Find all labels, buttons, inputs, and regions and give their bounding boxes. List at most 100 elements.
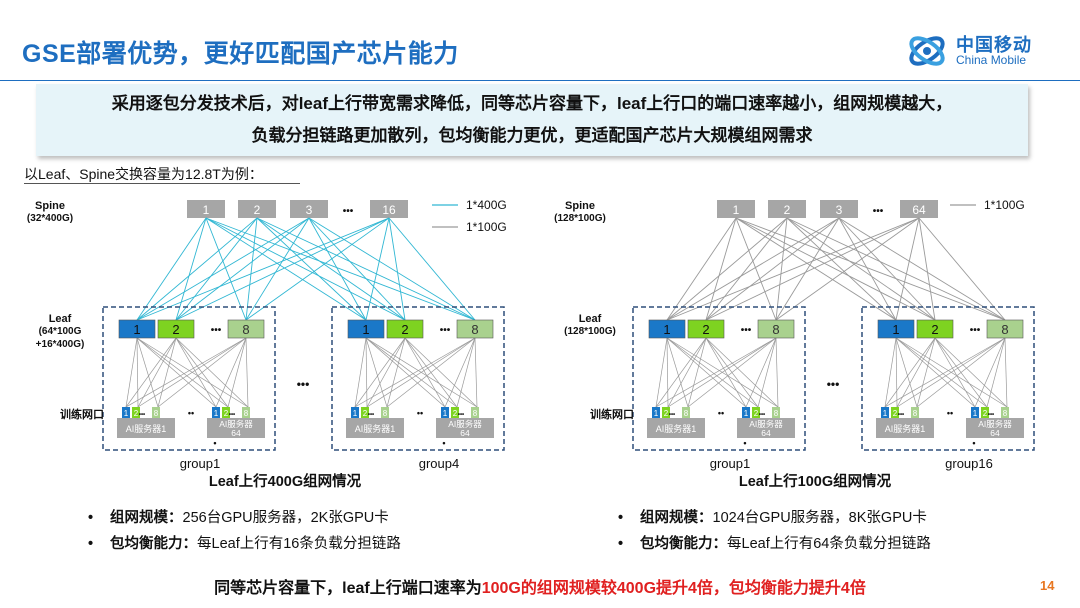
left-group-box: [331, 306, 505, 451]
left-leaf-node: [347, 319, 385, 339]
left-leaf-server-link: [354, 337, 406, 408]
left-server-port-label: 2: [363, 409, 368, 418]
right-spine-capacity: (128*100G): [554, 213, 606, 224]
right-spine-leaf-link: [775, 217, 840, 321]
left-server-label: AI服务器: [219, 419, 253, 429]
left-leaf-server-link: [444, 337, 476, 408]
left-leaf-server-link: [354, 337, 367, 408]
page-title: GSE部署优势，更好匹配国产芯片能力: [22, 40, 459, 68]
right-server-port-label: 8: [774, 409, 779, 418]
right-leaf-server-link: [655, 337, 707, 408]
left-leaf-server-link: [456, 337, 476, 408]
left-leaf-server-link: [136, 337, 159, 408]
right-server-port: [752, 407, 760, 418]
right-server-port: [971, 407, 979, 418]
china-mobile-logo-icon: [909, 36, 945, 66]
left-leaf-server-link: [125, 337, 247, 408]
left-group-label: group1: [180, 456, 220, 471]
left-spine-node: [370, 200, 408, 218]
right-server-dots: •: [743, 438, 746, 448]
right-server-block: [876, 418, 934, 438]
right-leaf-server-link: [884, 337, 1006, 408]
right-leaf-node: [916, 319, 954, 339]
left-spine-leaf-link: [388, 217, 406, 321]
right-server-label: AI服务器1: [656, 423, 697, 434]
right-caption: Leaf上行100G组网情况: [739, 472, 892, 490]
left-server-port-label: 8: [154, 409, 159, 418]
right-spine-leaf-link: [775, 217, 920, 321]
right-leaf-server-link: [884, 337, 936, 408]
left-spine-node: [238, 200, 276, 218]
right-server-port-label: 1: [883, 409, 888, 418]
left-server-dots: ••: [188, 408, 194, 418]
left-server-port: [471, 407, 479, 418]
left-leaf-node: [157, 319, 195, 339]
right-spine-leaf-link: [838, 217, 1006, 321]
right-leaf-server-link: [745, 337, 777, 408]
left-spine-leaf-link: [136, 217, 207, 321]
right-spine-leaf-link: [666, 217, 788, 321]
left-bullet-scale: 组网规模：256台GPU服务器，2K张GPU卡: [82, 505, 401, 531]
left-server-port-label: 8: [473, 409, 478, 418]
left-spine-leaf-link: [175, 217, 390, 321]
right-spine-leaf-link: [705, 217, 920, 321]
right-spine-leaf-link: [786, 217, 936, 321]
right-server-port: [662, 407, 670, 418]
right-spine-leaf-link: [895, 217, 920, 321]
right-bullets: 组网规模：1024台GPU服务器，8K张GPU卡 包均衡能力：每Leaf上行有6…: [612, 505, 931, 557]
right-leaf-node-label: 1: [663, 322, 670, 337]
right-port-dots: •••: [898, 412, 904, 418]
left-server-port-label: 2: [224, 409, 229, 418]
right-server-port: [682, 407, 690, 418]
left-server-port-label: 1: [124, 409, 129, 418]
left-spine-leaf-link: [175, 217, 310, 321]
right-server-port: [742, 407, 750, 418]
banner-line-2: 负载分担链路更加散列，包均衡能力更优，更适配国产芯片大规模组网需求: [251, 126, 813, 145]
left-spine-leaf-link: [308, 217, 476, 321]
right-server-block: [737, 418, 795, 438]
right-leaf-capacity: (128*100G): [564, 326, 616, 337]
left-leaf-server-link: [175, 337, 249, 408]
left-server-block: [436, 418, 494, 438]
left-spine-leaf-link: [256, 217, 476, 321]
page-number: 14: [1040, 578, 1055, 593]
left-leaf-server-link: [365, 337, 368, 408]
right-leaf-server-link: [895, 337, 988, 408]
right-spine-leaf-link: [918, 217, 936, 321]
left-server-port-label: 2: [453, 409, 458, 418]
right-server-port-label: 2: [983, 409, 988, 418]
left-leaf-server-link: [157, 337, 177, 408]
left-server-dots: •: [442, 438, 445, 448]
left-leaf-node-label: 2: [401, 322, 408, 337]
left-leaf-server-link: [365, 337, 446, 408]
left-leaf-server-link: [136, 337, 217, 408]
left-spine-leaf-link: [256, 217, 406, 321]
logo-cn: 中国移动: [956, 35, 1032, 55]
left-server-port-label: 1: [443, 409, 448, 418]
left-spine-node-label: 1: [203, 203, 210, 217]
right-leaf-server-link: [655, 337, 668, 408]
right-spine-node: [900, 200, 938, 218]
right-spine-leaf-link: [666, 217, 920, 321]
right-spine-leaf-link: [786, 217, 897, 321]
right-group-label: group1: [710, 456, 750, 471]
right-spine-node-label: 2: [784, 203, 791, 217]
right-leaf-server-link: [757, 337, 777, 408]
right-server-port-label: 1: [744, 409, 749, 418]
right-port-dots: •••: [988, 412, 994, 418]
left-leaf-dots: •••: [211, 325, 222, 336]
left-spine-label: Spine: [35, 200, 65, 212]
left-caption: Leaf上行400G组网情况: [209, 472, 362, 490]
left-train-port-label: 训练网口: [60, 407, 104, 421]
right-server-port: [911, 407, 919, 418]
left-server-block: [207, 418, 265, 438]
right-leaf-dots: •••: [741, 325, 752, 336]
left-server-port: [132, 407, 140, 418]
left-leaf-server-link: [175, 337, 217, 408]
left-server-label: 64: [231, 428, 241, 438]
right-server-port-label: 8: [1003, 409, 1008, 418]
right-leaf-node: [877, 319, 915, 339]
left-leaf-server-link: [136, 337, 139, 408]
right-server-dots: ••: [718, 408, 724, 418]
header-divider: [0, 80, 1080, 81]
